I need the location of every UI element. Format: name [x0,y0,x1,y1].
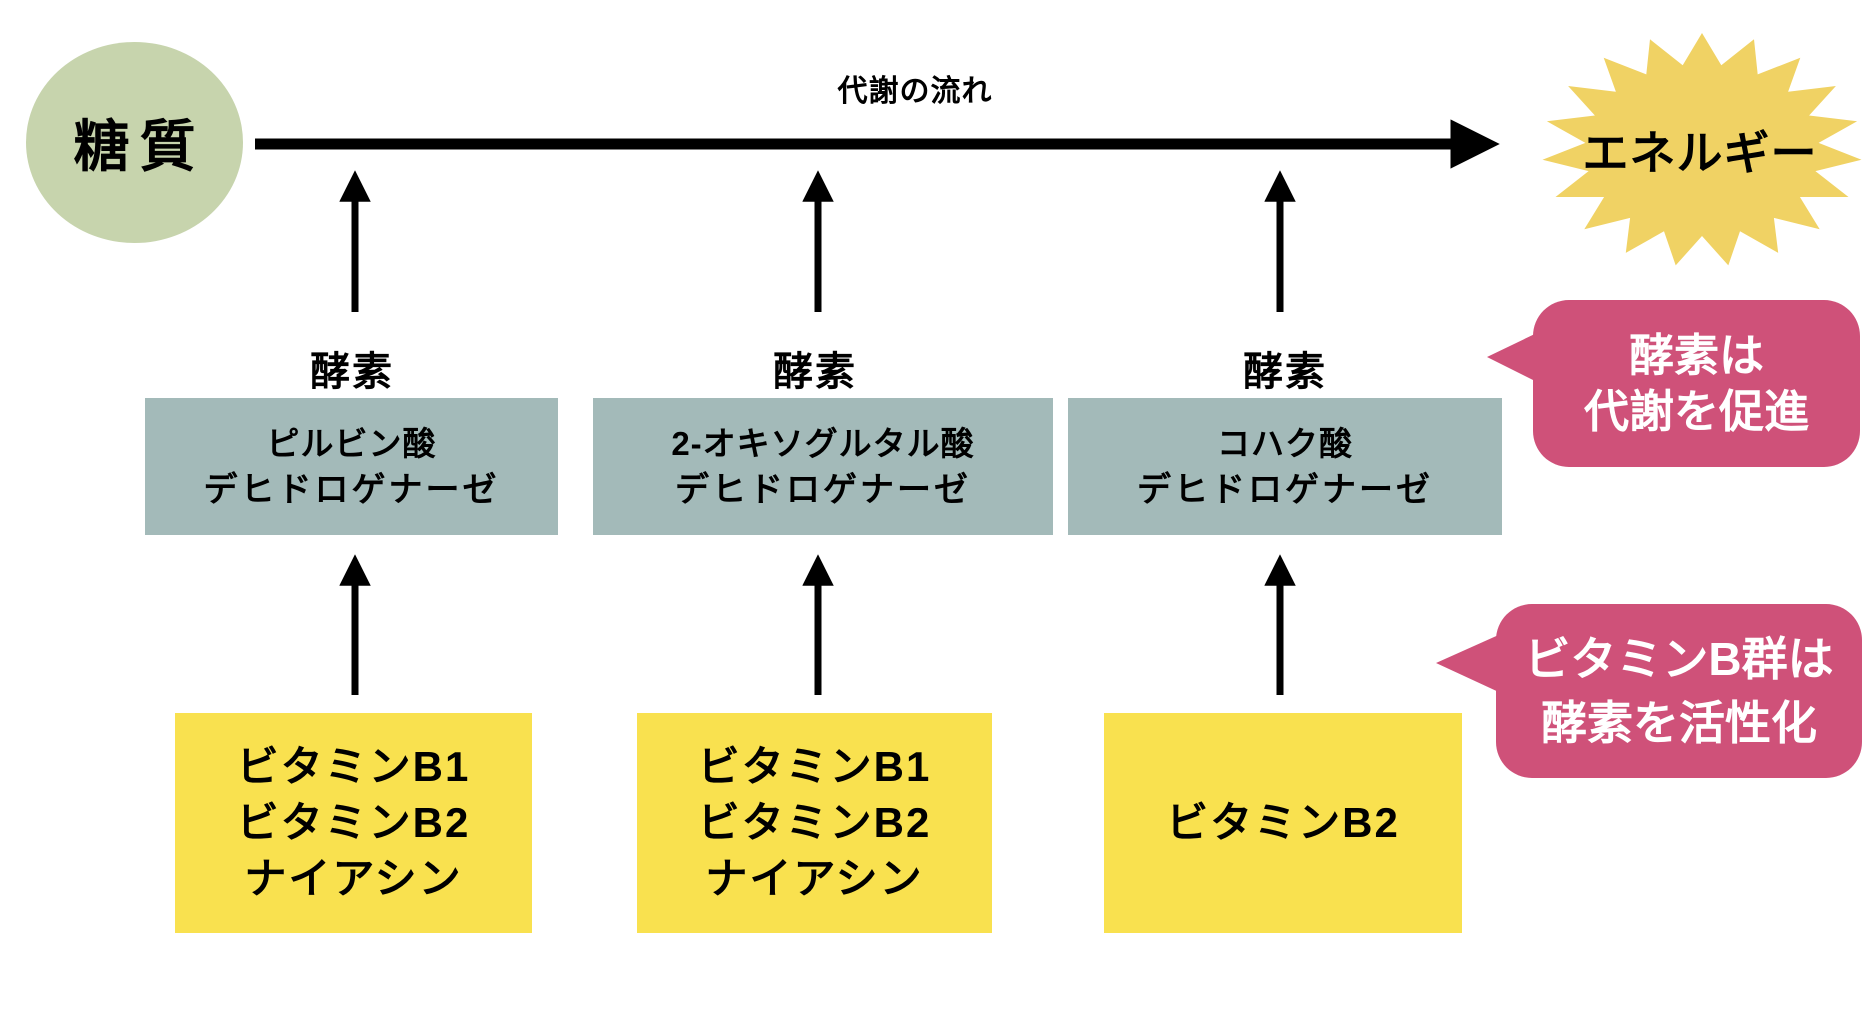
enzyme-box-pyruvate: ピルビン酸 デヒドロゲナーゼ [145,398,558,535]
callout-line: 代謝を促進 [1583,385,1809,437]
carbohydrate-node: 糖質 [26,42,243,243]
vitamin-box-3: ビタミンB2 [1104,713,1462,933]
vitamin-box-2: ビタミンB1 ビタミンB2 ナイアシン [637,713,992,933]
enzyme-box-oxoglutarate: 2-オキソグルタル酸 デヒドロゲナーゼ [593,398,1053,535]
flow-title: 代謝の流れ [837,75,993,108]
enzyme-name-line: デヒドロゲナーゼ [203,470,500,509]
callout-vitaminb-activates-enzyme: ビタミンB群は 酵素を活性化 [1496,604,1862,778]
energy-starburst-shape [1542,33,1862,266]
energy-label: エネルギー [1582,127,1818,179]
enzyme-box-succinate: コハク酸 デヒドロゲナーゼ [1068,398,1502,535]
vitamin-line: ビタミンB2 [236,799,471,846]
vitamin-line: ビタミンB2 [697,799,932,846]
vitamin-line: ナイアシン [244,855,463,902]
enzyme-name-line: デヒドロゲナーゼ [1137,470,1433,509]
enzyme-name-line: コハク酸 [1217,424,1353,462]
carbohydrate-label: 糖質 [73,115,206,178]
enzyme-caption-1: 酵素 [310,350,394,394]
vitamin-box-1: ビタミンB1 ビタミンB2 ナイアシン [175,713,532,933]
callout-enzyme-promotes-metabolism: 酵素は 代謝を促進 [1533,300,1860,467]
enzyme-caption-3: 酵素 [1243,350,1327,394]
callout-line: 酵素は [1628,329,1764,381]
enzyme-caption-2: 酵素 [773,350,857,394]
vitamin-line: ビタミンB1 [236,743,471,790]
callout-tail-1 [1487,331,1541,384]
enzyme-name-line: デヒドロゲナーゼ [675,470,971,509]
callout-line: 酵素を活性化 [1541,697,1817,749]
vitamin-line: ビタミンB2 [1166,799,1400,846]
enzyme-name-line: 2-オキソグルタル酸 [671,424,975,462]
vitamin-line: ビタミンB1 [697,743,932,790]
vitamin-line: ナイアシン [705,855,924,902]
enzyme-name-line: ピルビン酸 [266,424,437,462]
callout-line: ビタミンB群は [1524,633,1834,685]
callout-tail-2 [1436,633,1503,694]
